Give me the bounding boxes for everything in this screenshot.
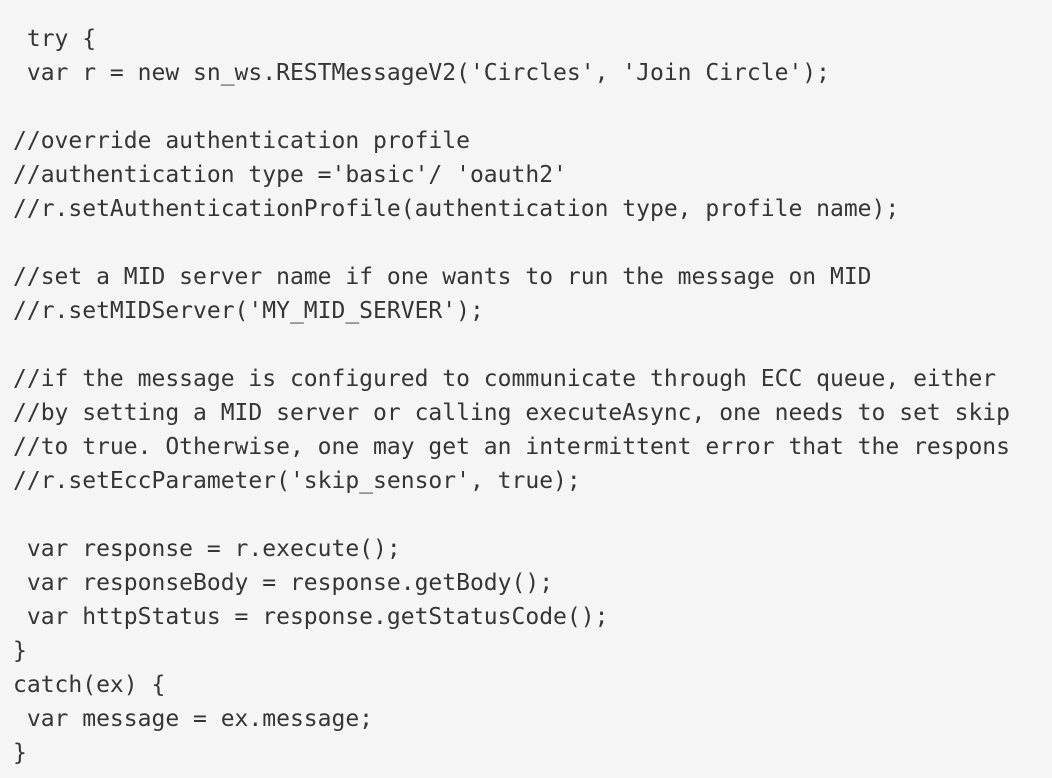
code-line: //by setting a MID server or calling exe… xyxy=(13,400,1010,426)
code-line: var responseBody = response.getBody(); xyxy=(13,570,554,596)
code-line xyxy=(13,226,1010,260)
code-line: //to true. Otherwise, one may get an int… xyxy=(13,434,1010,460)
code-lines: try { var r = new sn_ws.RESTMessageV2('C… xyxy=(13,22,1010,770)
code-line: //r.setEccParameter('skip_sensor', true)… xyxy=(13,468,581,494)
code-line: //if the message is configured to commun… xyxy=(13,366,997,392)
code-line: //r.setAuthenticationProfile(authenticat… xyxy=(13,196,900,222)
code-line xyxy=(13,328,1010,362)
code-line: var response = r.execute(); xyxy=(13,536,401,562)
code-line: try { xyxy=(13,26,97,52)
code-line: } xyxy=(13,740,27,766)
code-line xyxy=(13,498,1010,532)
code-line xyxy=(13,90,1010,124)
code-line: //authentication type ='basic'/ 'oauth2' xyxy=(13,162,567,188)
code-line: //set a MID server name if one wants to … xyxy=(13,264,872,290)
code-line: var message = ex.message; xyxy=(13,706,374,732)
code-line: } xyxy=(13,638,27,664)
code-line: var r = new sn_ws.RESTMessageV2('Circles… xyxy=(13,60,830,86)
code-line: //r.setMIDServer('MY_MID_SERVER'); xyxy=(13,298,484,324)
code-line: catch(ex) { xyxy=(13,672,166,698)
code-line: //override authentication profile xyxy=(13,128,470,154)
code-line: var httpStatus = response.getStatusCode(… xyxy=(13,604,609,630)
